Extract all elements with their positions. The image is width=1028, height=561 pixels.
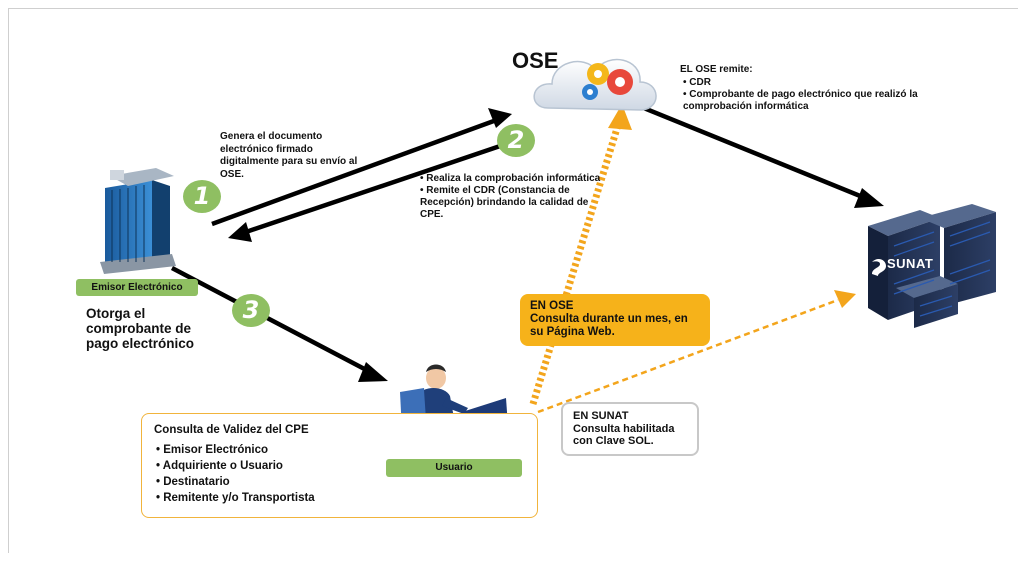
validez-list: Emisor Electrónico Adquiriente o Usuario… (156, 442, 315, 506)
validez-title: Consulta de Validez del CPE (154, 424, 309, 436)
step-2-item: Realiza la comprobación informática (420, 173, 610, 185)
cloud-gears-icon (533, 58, 657, 111)
validez-item: Adquiriente o Usuario (156, 458, 315, 474)
ose-title: OSE (512, 48, 559, 73)
arrow-ose-to-sunat (633, 101, 884, 208)
step-2-list: Realiza la comprobación informática Remi… (420, 173, 610, 221)
sunat-logo-text: SUNAT (887, 256, 934, 271)
step-1-text: Genera el documento electrónico firmado … (220, 131, 358, 180)
dashed-arrow-usuario-to-ose (529, 104, 632, 406)
dashed-arrow-usuario-to-sunat (537, 290, 856, 414)
ose-consulta-title: EN OSE (530, 300, 574, 312)
step-2-item: Remite el CDR (Constancia de Recepción) … (420, 185, 610, 221)
step-1-badge: 1 (183, 180, 221, 213)
ose-note-title: EL OSE remite: (680, 64, 753, 75)
ose-note-item: CDR (683, 77, 943, 89)
building-icon (100, 168, 176, 274)
arrow-emisor-to-ose (211, 108, 512, 227)
validez-item: Emisor Electrónico (156, 442, 315, 458)
step-3-badge: 3 (232, 294, 270, 327)
ose-note-list: CDR Comprobante de pago electrónico que … (683, 77, 943, 113)
ose-consulta-text: Consulta durante un mes, en su Página We… (530, 313, 688, 338)
server-rack-icon (868, 204, 996, 328)
diagram-frame (8, 8, 1018, 553)
step-2-badge: 2 (497, 124, 535, 157)
sunat-consulta-box: EN SUNAT Consulta habilitada con Clave S… (561, 402, 699, 456)
validez-item: Destinatario (156, 474, 315, 490)
ose-note-item: Comprobante de pago electrónico que real… (683, 89, 943, 113)
arrow-emisor-to-usuario (170, 266, 388, 382)
sunat-consulta-title: EN SUNAT (573, 410, 629, 422)
validez-item: Remitente y/o Transportista (156, 490, 314, 506)
otorga-text: Otorga el comprobante de pago electrónic… (86, 306, 195, 351)
usuario-label: Usuario (386, 459, 522, 477)
sunat-consulta-text: Consulta habilitada con Clave SOL. (573, 422, 675, 448)
ose-consulta-box: EN OSE Consulta durante un mes, en su Pá… (520, 294, 710, 346)
arrow-ose-to-emisor (228, 137, 519, 242)
emisor-label: Emisor Electrónico (76, 279, 198, 296)
